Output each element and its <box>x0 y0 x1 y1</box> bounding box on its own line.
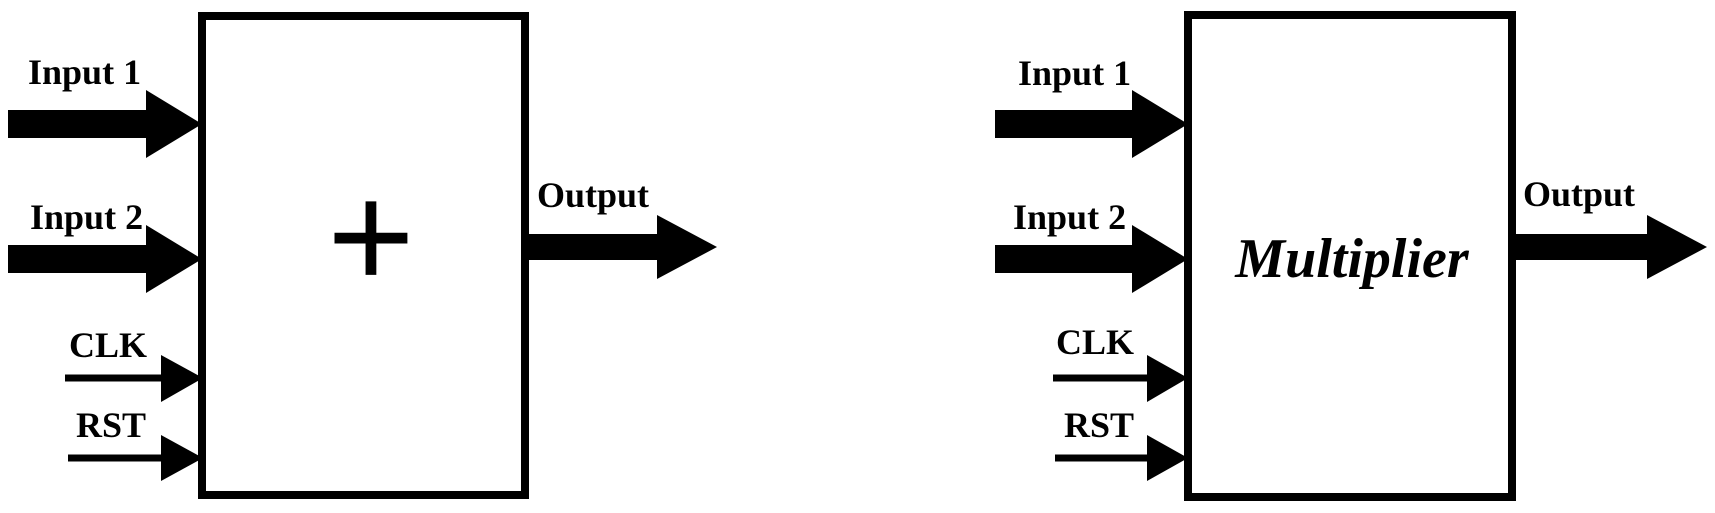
adder-clk-arrow-head <box>161 355 203 402</box>
adder-block <box>198 12 529 499</box>
adder-rst-label: RST <box>76 405 146 445</box>
adder-rst-arrow-head <box>161 435 203 481</box>
multiplier-input1-arrow <box>995 90 1188 158</box>
adder-input2-arrow <box>8 225 202 293</box>
adder-diagram: Input 1 Input 2 CLK RST Output + <box>8 12 717 499</box>
adder-input1-label: Input 1 <box>28 52 141 92</box>
multiplier-clk-arrow-head <box>1147 355 1188 402</box>
multiplier-output-label: Output <box>1523 174 1635 214</box>
adder-output-arrow <box>523 215 717 279</box>
multiplier-diagram: Input 1 Input 2 CLK RST Output Multiplie… <box>995 11 1707 501</box>
adder-clk-label: CLK <box>69 325 147 365</box>
multiplier-output-arrow <box>1508 215 1707 279</box>
adder-input2-label: Input 2 <box>30 197 143 237</box>
multiplier-input2-arrow <box>995 225 1188 293</box>
multiplier-input1-label: Input 1 <box>1018 53 1131 93</box>
multiplier-input2-label: Input 2 <box>1013 197 1126 237</box>
multiplier-rst-arrow-head <box>1147 435 1188 481</box>
multiplier-rst-label: RST <box>1064 405 1134 445</box>
adder-plus-symbol: + <box>327 152 415 320</box>
adder-input1-arrow <box>8 90 202 158</box>
multiplier-block <box>1184 11 1516 501</box>
multiplier-body-label: Multiplier <box>1234 228 1470 290</box>
multiplier-clk-label: CLK <box>1056 322 1134 362</box>
adder-output-label: Output <box>537 175 649 215</box>
